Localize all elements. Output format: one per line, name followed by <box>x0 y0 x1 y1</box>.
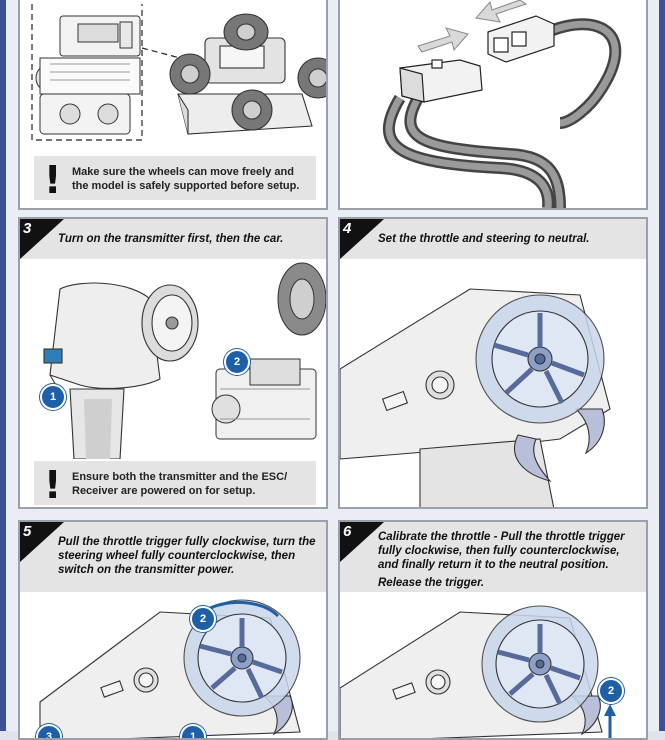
power-note-text: Ensure both the transmitter and the ESC/… <box>72 470 308 498</box>
step-6-title: Calibrate the throttle - Pull the thrott… <box>378 530 640 572</box>
power-note: ! Ensure both the transmitter and the ES… <box>34 461 316 505</box>
callout-2: 2 <box>224 349 250 375</box>
step-4-number: 4 <box>343 220 351 237</box>
page-edge-right <box>659 0 665 731</box>
step-5-title: Pull the throttle trigger fully clockwis… <box>58 535 320 577</box>
panel-step-5: 5 Pull the throttle trigger fully clockw… <box>18 520 328 740</box>
safety-note-text: Make sure the wheels can move freely and… <box>72 165 308 193</box>
callout-1: 1 <box>40 384 66 410</box>
callout-2: 2 <box>190 606 216 632</box>
step-6-subtitle: Release the trigger. <box>378 576 640 590</box>
panel-step-4: 4 Set the throttle and steering to neutr… <box>338 217 648 509</box>
illustration-transmitter-full-throttle <box>20 592 326 740</box>
step-4-title: Set the throttle and steering to neutral… <box>378 232 640 246</box>
step-4-header: 4 Set the throttle and steering to neutr… <box>340 219 646 259</box>
exclamation-icon: ! <box>44 467 61 503</box>
panel-step-1: ! Make sure the wheels can move freely a… <box>18 0 328 210</box>
exclamation-icon: ! <box>44 162 61 198</box>
panel-step-6: 6 Calibrate the throttle - Pull the thro… <box>338 520 648 740</box>
panel-step-3: 3 Turn on the transmitter first, then th… <box>18 217 328 509</box>
illustration-connector-plugs <box>340 0 646 208</box>
illustration-transmitter-neutral <box>340 259 646 509</box>
safety-note: ! Make sure the wheels can move freely a… <box>34 156 316 200</box>
step-3-title: Turn on the transmitter first, then the … <box>58 232 320 246</box>
panel-step-2 <box>338 0 648 210</box>
step-6-header: 6 Calibrate the throttle - Pull the thro… <box>340 522 646 592</box>
step-6-number: 6 <box>343 523 351 540</box>
illustration-throttle-calibration <box>340 592 646 740</box>
step-3-header: 3 Turn on the transmitter first, then th… <box>20 219 326 259</box>
step-3-number: 3 <box>23 220 31 237</box>
callout-2: 2 <box>598 678 624 704</box>
illustration-car-on-stand <box>20 0 326 148</box>
illustration-transmitter-and-car <box>20 259 326 459</box>
step-5-number: 5 <box>23 523 31 540</box>
manual-page: ! Make sure the wheels can move freely a… <box>6 0 659 731</box>
step-5-header: 5 Pull the throttle trigger fully clockw… <box>20 522 326 592</box>
